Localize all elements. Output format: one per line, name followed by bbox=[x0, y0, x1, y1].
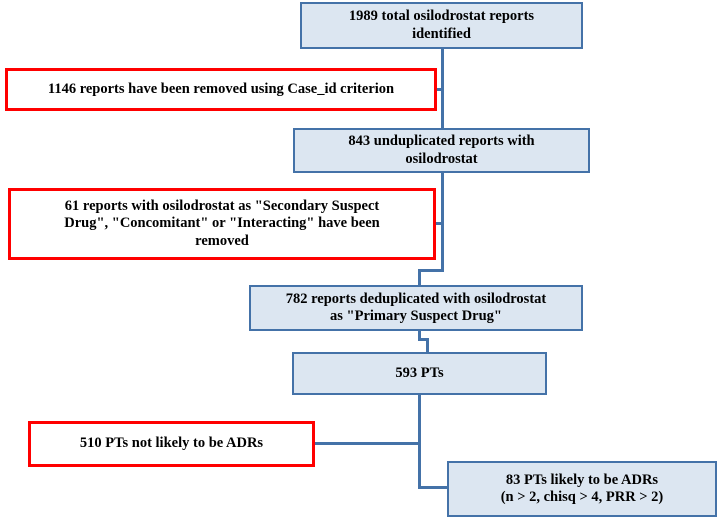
node-total-reports: 1989 total osilodrostat reports identifi… bbox=[300, 2, 583, 49]
node-pts-total-label: 593 PTs bbox=[395, 364, 444, 381]
connector-jog-right-to-pts bbox=[418, 338, 429, 341]
connector-to-removed-caseid bbox=[434, 88, 444, 91]
node-deduplicated-reports: 782 reports deduplicated with osilodrost… bbox=[249, 285, 583, 331]
connector-deduplicated-out bbox=[418, 331, 421, 341]
connector-jog-left-to-deduplicated bbox=[418, 269, 444, 272]
connector-to-removed-suspect bbox=[433, 222, 444, 225]
node-pts-total: 593 PTs bbox=[292, 352, 547, 395]
node-pts-not-adr-label: 510 PTs not likely to be ADRs bbox=[79, 435, 264, 452]
node-deduplicated-reports-label: 782 reports deduplicated with osilodrost… bbox=[285, 290, 547, 324]
node-removed-suspect-label: 61 reports with osilodrostat as "Seconda… bbox=[64, 198, 380, 249]
node-removed-suspect: 61 reports with osilodrostat as "Seconda… bbox=[8, 188, 436, 260]
node-pts-not-adr: 510 PTs not likely to be ADRs bbox=[28, 421, 315, 467]
connector-to-pts-adr bbox=[418, 486, 450, 489]
connector-into-deduplicated bbox=[418, 269, 421, 287]
node-unduplicated-reports: 843 unduplicated reports with osilodrost… bbox=[293, 128, 590, 173]
node-total-reports-label: 1989 total osilodrostat reports identifi… bbox=[348, 8, 535, 42]
node-removed-caseid: 1146 reports have been removed using Cas… bbox=[5, 68, 437, 111]
node-removed-caseid-label: 1146 reports have been removed using Cas… bbox=[47, 80, 395, 97]
node-pts-adr-label: 83 PTs likely to be ADRs (n > 2, chisq >… bbox=[500, 471, 664, 505]
connector-into-pts bbox=[426, 338, 429, 354]
connector-to-pts-not-adr bbox=[313, 442, 421, 445]
node-unduplicated-reports-label: 843 unduplicated reports with osilodrost… bbox=[348, 133, 535, 167]
node-pts-adr: 83 PTs likely to be ADRs (n > 2, chisq >… bbox=[447, 461, 717, 517]
